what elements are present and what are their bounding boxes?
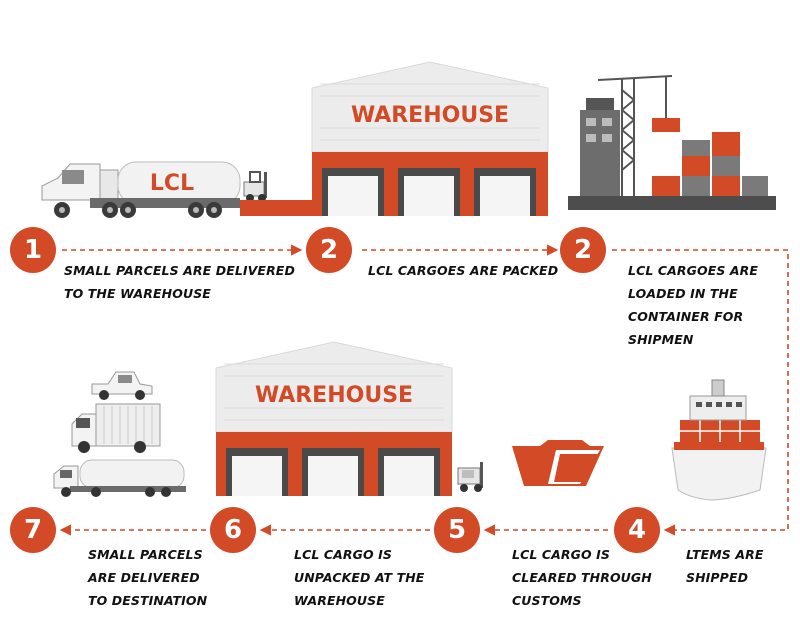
customs-folder-icon xyxy=(512,440,604,486)
step-2-badge: 2 xyxy=(306,227,352,273)
step-5-badge: 5 xyxy=(434,507,480,553)
step-4-caption: LTEMS ARE SHIPPED xyxy=(686,547,764,585)
port-crane-icon xyxy=(568,75,776,210)
box-truck-icon xyxy=(71,403,161,453)
step-1-badge: 1 xyxy=(10,227,56,273)
tanker-truck-icon: LCL xyxy=(41,161,241,218)
pickup-truck-icon xyxy=(91,371,153,400)
step-5-caption: LCL CARGO IS CLEARED THROUGH CUSTOMS xyxy=(512,547,652,608)
flow-arrows xyxy=(59,244,789,536)
warehouse-bottom-label: WAREHOUSE xyxy=(255,383,413,408)
cargo-ship-icon xyxy=(671,379,767,501)
forklift-bottom-icon xyxy=(457,462,483,492)
step-6-caption: LCL CARGO IS UNPACKED AT THE WAREHOUSE xyxy=(294,547,425,608)
step-3-badge: 2 xyxy=(560,227,606,273)
small-tanker-icon xyxy=(53,459,186,497)
step-4-badge: 4 xyxy=(614,507,660,553)
step-7-caption: SMALL PARCELS ARE DELIVERED TO DESTINATI… xyxy=(88,547,208,608)
warehouse-top-label: WAREHOUSE xyxy=(351,103,509,128)
step-7-badge: 7 xyxy=(10,507,56,553)
step-2-caption: LCL CARGOES ARE PACKED xyxy=(368,263,559,278)
step-6-badge: 6 xyxy=(210,507,256,553)
forklift-top-icon xyxy=(243,171,267,202)
truck-tank-label: LCL xyxy=(150,171,194,196)
warehouse-top-icon: WAREHOUSE xyxy=(311,61,549,216)
step-3-caption: LCL CARGOES ARE LOADED IN THE CONTAINER … xyxy=(628,263,759,347)
warehouse-bottom-icon: WAREHOUSE xyxy=(215,341,453,496)
step-1-caption: SMALL PARCELS ARE DELIVERED TO THE WAREH… xyxy=(64,263,295,301)
loading-ramp xyxy=(240,200,312,216)
